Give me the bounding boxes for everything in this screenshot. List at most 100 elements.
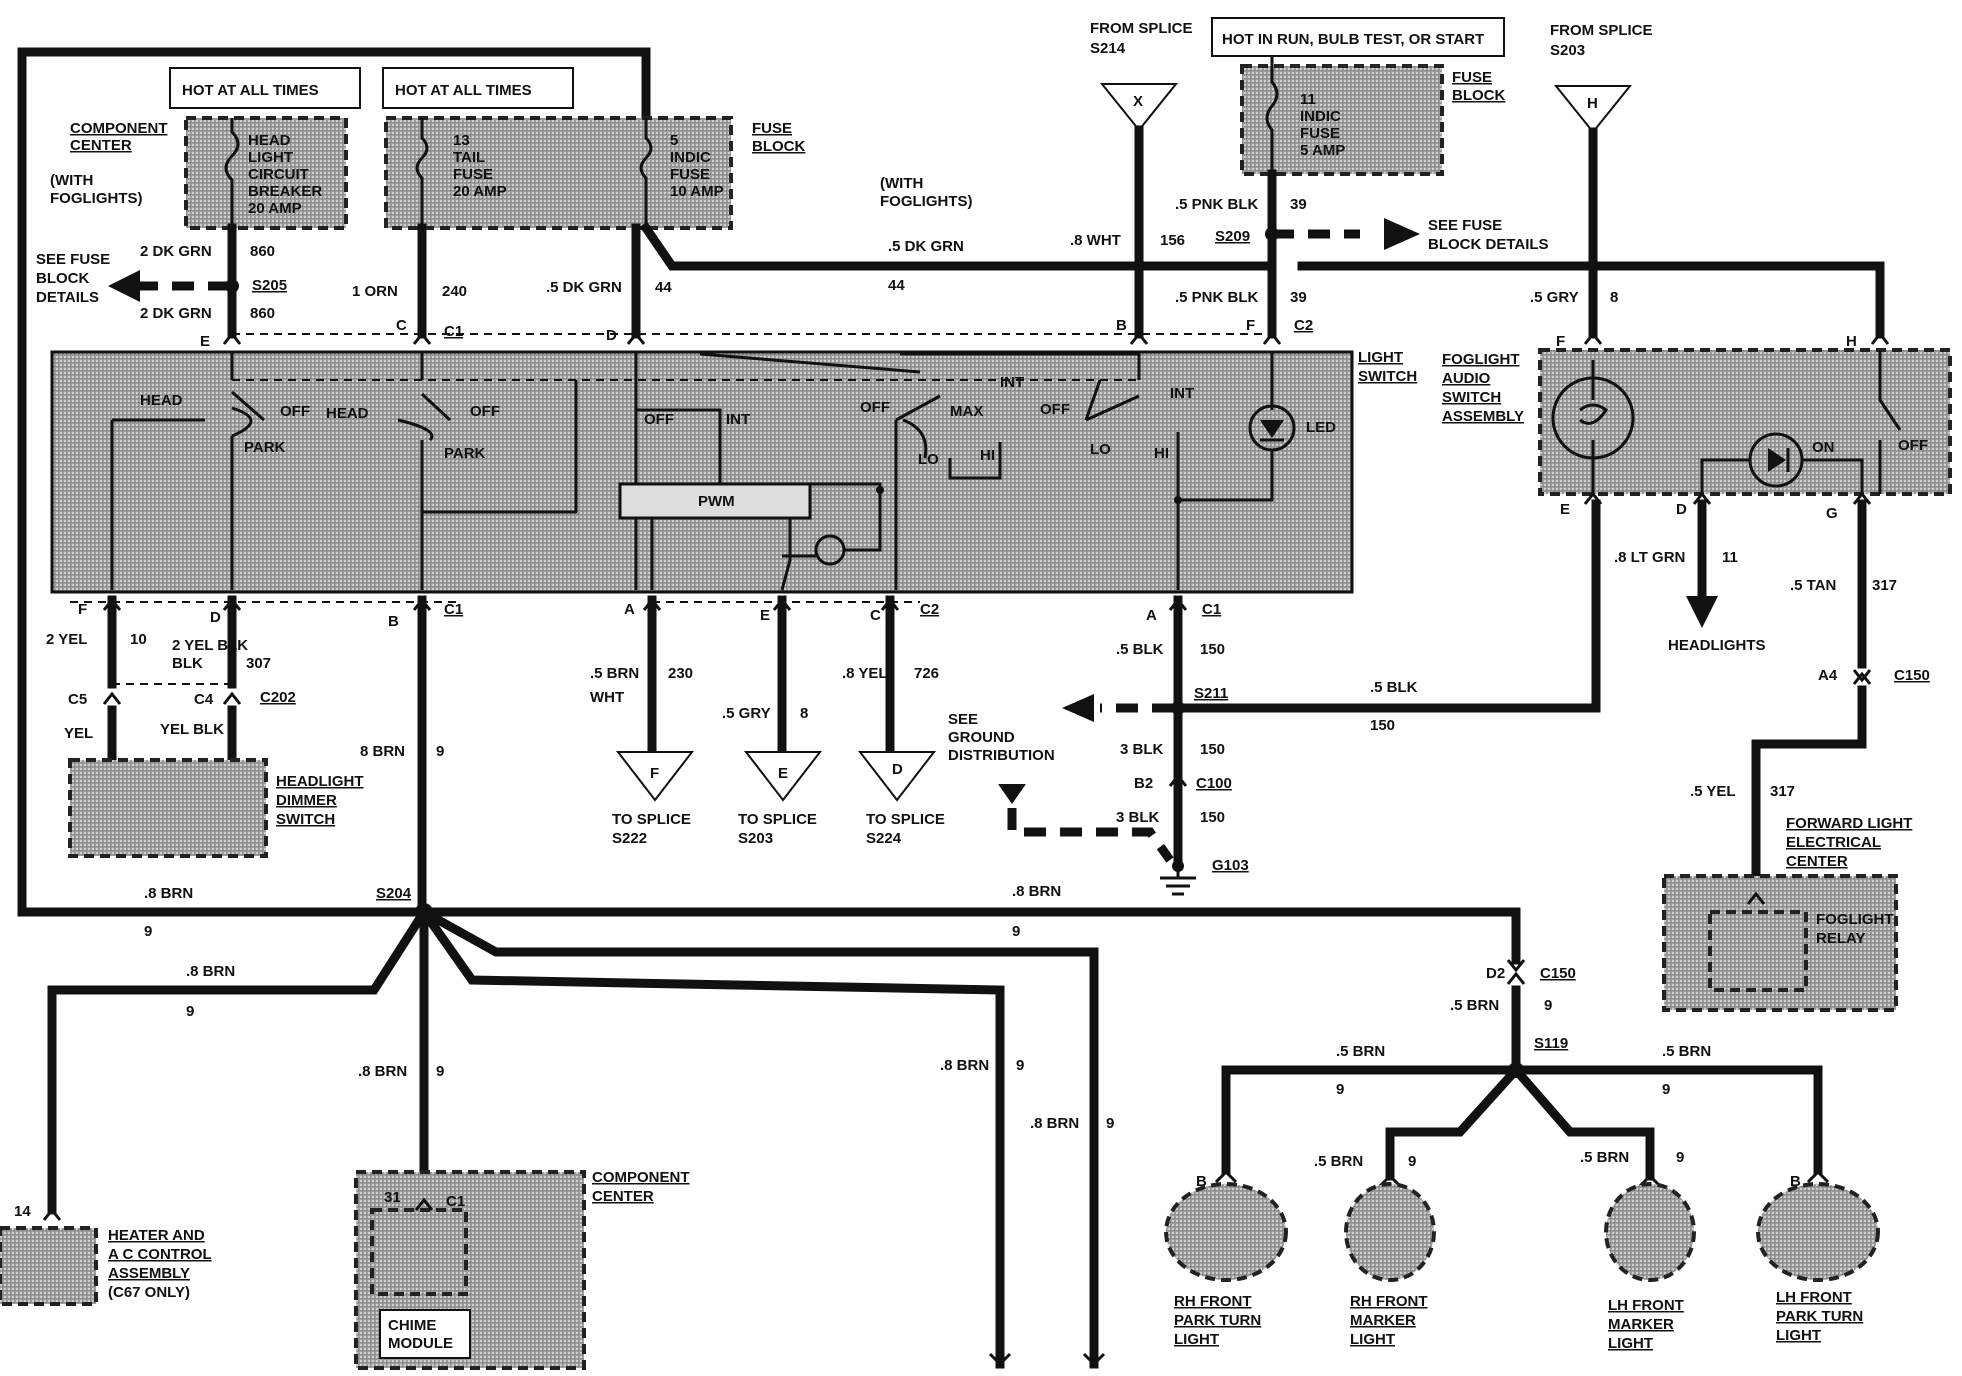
wires-w8: 1 ORN: [352, 283, 398, 300]
to-splice-s222-triangle: [615, 751, 695, 802]
heater-ac-label: HEATER AND: [108, 1227, 205, 1244]
rh-front-marker-light: [1344, 1182, 1436, 1282]
wires-w34: .5 BRN: [1314, 1153, 1363, 1170]
diagram-label: CENTER: [70, 137, 132, 154]
connectors-te: E: [778, 765, 788, 782]
wires-w4n: 39: [1290, 289, 1307, 306]
diagram-label: RH FRONT: [1350, 1293, 1428, 1310]
connectors-c2a: C2: [1294, 317, 1313, 334]
diagram-label: LIGHT: [1608, 1335, 1653, 1352]
connectors-c150b: C150: [1540, 965, 1576, 982]
rh-front-park-turn-light: [1164, 1182, 1288, 1282]
connectors-c1a: C1: [444, 323, 463, 340]
switch_labels-int2: INT: [1000, 374, 1024, 391]
wires-w28n: 9: [436, 1063, 444, 1080]
with-foglights-label: (WITH: [50, 172, 93, 189]
diagram-label: .5 BRN: [590, 665, 639, 682]
fuse-block-label-2: FUSE: [1452, 69, 1492, 86]
diagram-label: S203: [1550, 42, 1585, 59]
wires-w21n: 150: [1200, 809, 1225, 826]
connectors-p14: 14: [14, 1203, 31, 1220]
diagram-label: A C CONTROL: [108, 1246, 212, 1263]
wires-w33: .5 BRN: [1662, 1043, 1711, 1060]
wires-w31n: 9: [1544, 997, 1552, 1014]
hot-at-all-times-2: HOT AT ALL TIMES: [395, 82, 532, 99]
diagram-label: X: [1133, 93, 1143, 110]
diagram-label: SWITCH: [1358, 368, 1417, 385]
wires-w22n: 11: [1722, 549, 1738, 566]
connectors-a4: A4: [1818, 667, 1838, 684]
to-splice-s203-triangle: [743, 751, 823, 802]
diagram-label: SWITCH: [1442, 389, 1501, 406]
wires-w21: 3 BLK: [1116, 809, 1160, 826]
diagram-label: CIRCUIT: [248, 166, 309, 183]
lh-front-marker-light: [1604, 1182, 1696, 1282]
diagram-label: BLK: [172, 655, 203, 672]
foglight-relay-label: FOGLIGHT: [1816, 911, 1894, 928]
diagram-label: 20 AMP: [453, 183, 507, 200]
switch_labels-hi2: HI: [1154, 445, 1169, 462]
light-switch-assembly: [50, 350, 1354, 594]
wires-w30n: 9: [1106, 1115, 1114, 1132]
diagram-label: TAIL: [453, 149, 485, 166]
switch_labels-off3: OFF: [644, 411, 674, 428]
connectors-s119: S119: [1534, 1035, 1568, 1052]
wires-w1: .5 DK GRN: [888, 238, 964, 255]
switch_labels-park2: PARK: [444, 445, 486, 462]
diagram-label: RELAY: [1816, 930, 1865, 947]
diagram-label: INDIC: [670, 149, 711, 166]
diagram-label: 5 AMP: [1300, 142, 1345, 159]
diagram-label: S214: [1090, 40, 1126, 57]
diagram-label: S224: [866, 830, 902, 847]
to-splice-s224-label: TO SPLICE: [866, 811, 945, 828]
connectors-c2b: C2: [920, 601, 939, 618]
see-ground-label: SEE: [948, 711, 978, 728]
connectors-c100: C100: [1196, 775, 1232, 792]
wires-w34n: 9: [1408, 1153, 1416, 1170]
diagram-label: LH FRONT: [1608, 1297, 1684, 1314]
diagram-label: S203: [738, 830, 773, 847]
connectors-pinB: B: [1116, 317, 1127, 334]
diagram-label: CENTER: [1786, 853, 1848, 870]
connectors-s209: S209: [1215, 228, 1250, 245]
diagram-label: SWITCH: [276, 811, 335, 828]
wires-w31: .5 BRN: [1450, 997, 1499, 1014]
connectors-pinF: F: [1246, 317, 1255, 334]
wires-w29n: 9: [1016, 1057, 1024, 1074]
wires-w30: .8 BRN: [1030, 1115, 1079, 1132]
connectors-s205: S205: [252, 277, 287, 294]
switch_labels-off1: OFF: [280, 403, 310, 420]
connectors-g103: G103: [1212, 857, 1249, 874]
connectors-c5: C5: [68, 691, 87, 708]
connectors-fD: D: [1676, 501, 1687, 518]
switch_labels-park1: PARK: [244, 439, 286, 456]
connectors-td: D: [892, 761, 903, 778]
headlight-dimmer-label: HEADLIGHT: [276, 773, 364, 790]
light-switch-internals: PWM: [110, 352, 1296, 591]
wires-w2: .8 WHT: [1070, 232, 1121, 249]
wires-w24n: 317: [1770, 783, 1795, 800]
wires-w7n: 860: [250, 305, 275, 322]
switch_labels-off2: OFF: [470, 403, 500, 420]
lh-front-park-turn-light: [1756, 1182, 1880, 1282]
diagram-label: LIGHT: [1350, 1331, 1395, 1348]
connectors-b2: B2: [1134, 775, 1153, 792]
wires-w5: .5 GRY: [1530, 289, 1579, 306]
connectors-fE: E: [1560, 501, 1570, 518]
connectors-pinE: E: [200, 333, 210, 350]
connectors-p31: 31: [384, 1189, 401, 1206]
wires-w35n: 9: [1676, 1149, 1684, 1166]
switch_labels-int3: INT: [1170, 385, 1194, 402]
diagram-label: INDIC: [1300, 108, 1341, 125]
to-splice-s224-triangle: [857, 751, 937, 802]
switch_labels-max: MAX: [950, 403, 983, 420]
connectors-s211: S211: [1194, 685, 1228, 702]
see-fuse-block-right: SEE FUSE: [1428, 217, 1502, 234]
forward-light-electrical-center: [1662, 874, 1898, 1012]
diagram-label: PARK TURN: [1776, 1308, 1863, 1325]
wires-w9: .5 DK GRN: [546, 279, 622, 296]
headlights-label: HEADLIGHTS: [1668, 637, 1766, 654]
switch_labels-led: LED: [1306, 419, 1336, 436]
diagram-label: BLOCK: [1452, 87, 1505, 104]
